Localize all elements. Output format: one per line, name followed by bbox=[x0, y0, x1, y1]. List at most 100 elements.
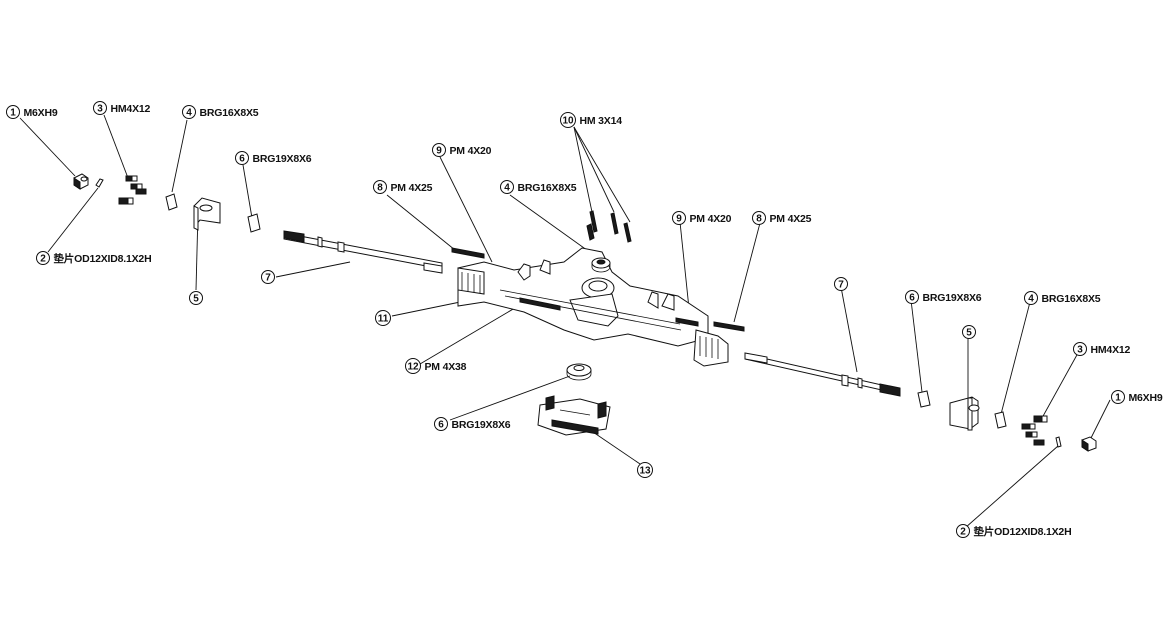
callout-number: 2 bbox=[40, 254, 46, 265]
callout-number: 9 bbox=[676, 214, 682, 225]
callout-circle bbox=[834, 277, 848, 291]
callout-part-label: BRG19X8X6 bbox=[253, 153, 312, 165]
callout-number: 6 bbox=[909, 293, 915, 304]
callout-11: 11 bbox=[375, 310, 391, 326]
callout-circle bbox=[1073, 342, 1087, 356]
callout-circle bbox=[375, 310, 391, 326]
callout-circle bbox=[637, 462, 653, 478]
axle-housing bbox=[457, 247, 729, 367]
callout-circle bbox=[36, 251, 50, 265]
callout-circle bbox=[500, 180, 514, 194]
callout-number: 6 bbox=[438, 420, 444, 431]
callout-number: 2 bbox=[960, 527, 966, 538]
callout-circle bbox=[434, 417, 448, 431]
center-bearing-6 bbox=[566, 363, 592, 381]
callout-part-label: PM 4X20 bbox=[450, 145, 492, 157]
callout-circle bbox=[560, 112, 576, 128]
callout-number: 12 bbox=[407, 362, 419, 373]
callout-part-label: PM 4X20 bbox=[690, 213, 732, 225]
callout-5: 5 bbox=[189, 291, 203, 305]
callout-number: 3 bbox=[97, 104, 103, 115]
skid-plate-13 bbox=[537, 395, 611, 436]
right-bearing-large bbox=[917, 390, 931, 408]
right-hub-carrier bbox=[949, 396, 980, 431]
callout-number: 1 bbox=[1115, 393, 1121, 404]
callout-4: 4 BRG16X8X5 bbox=[182, 105, 259, 119]
left-axle-shaft bbox=[283, 230, 443, 274]
callout-circle bbox=[1024, 291, 1038, 305]
callout-part-label: PM 4X38 bbox=[425, 361, 467, 373]
callout-2: 2 垫片OD12XID8.1X2H bbox=[956, 524, 1072, 538]
center-bearing-4 bbox=[591, 257, 611, 273]
left-hex-screws bbox=[118, 175, 147, 205]
callout-7: 7 bbox=[834, 277, 848, 291]
callout-9: 9 PM 4X20 bbox=[432, 143, 492, 157]
callout-13: 13 bbox=[637, 462, 653, 478]
callout-number: 13 bbox=[639, 466, 651, 477]
callout-circle bbox=[6, 105, 20, 119]
callout-number: 9 bbox=[436, 146, 442, 157]
callout-part-label: BRG16X8X5 bbox=[1042, 293, 1101, 305]
callout-1: 1 M6XH9 bbox=[1111, 390, 1163, 404]
callout-part-label: HM 3X14 bbox=[580, 115, 623, 127]
callout-circle bbox=[1111, 390, 1125, 404]
callout-circle bbox=[235, 151, 249, 165]
callout-circle bbox=[182, 105, 196, 119]
callout-number: 8 bbox=[377, 183, 383, 194]
callout-circle bbox=[672, 211, 686, 225]
callout-4: 4 BRG16X8X5 bbox=[1024, 291, 1101, 305]
left-hub-nut bbox=[73, 173, 89, 190]
left-pin-8 bbox=[451, 247, 485, 259]
left-bearing-large bbox=[247, 213, 261, 233]
callout-circle bbox=[373, 180, 387, 194]
leader-lines bbox=[19, 114, 1111, 529]
callout-number: 8 bbox=[756, 214, 762, 225]
callout-12: 12 PM 4X38 bbox=[405, 358, 467, 374]
right-hub-nut bbox=[1081, 436, 1097, 452]
callout-6: 6 BRG19X8X6 bbox=[905, 290, 982, 304]
callout-number: 1 bbox=[10, 108, 16, 119]
callout-6: 6 BRG19X8X6 bbox=[434, 417, 511, 431]
callout-part-label: PM 4X25 bbox=[391, 182, 433, 194]
left-hub-carrier bbox=[193, 197, 221, 231]
callout-part-label: BRG19X8X6 bbox=[452, 419, 511, 431]
callout-number: 4 bbox=[186, 108, 192, 119]
right-pin-8 bbox=[713, 321, 745, 332]
callout-part-label: BRG16X8X5 bbox=[200, 107, 259, 119]
callout-part-label: M6XH9 bbox=[1129, 392, 1163, 404]
callout-circle bbox=[752, 211, 766, 225]
callout-circle bbox=[189, 291, 203, 305]
callout-7: 7 bbox=[261, 270, 275, 284]
callout-2: 2 垫片OD12XID8.1X2H bbox=[36, 251, 152, 265]
callout-8: 8 PM 4X25 bbox=[373, 180, 433, 194]
callout-circle bbox=[962, 325, 976, 339]
callout-number: 5 bbox=[966, 328, 972, 339]
callout-number: 11 bbox=[378, 314, 389, 325]
callout-part-label: HM4X12 bbox=[1091, 344, 1131, 356]
callout-number: 7 bbox=[265, 273, 271, 284]
callout-circle bbox=[905, 290, 919, 304]
left-washer bbox=[95, 178, 104, 188]
callout-number: 5 bbox=[193, 294, 199, 305]
callout-1: 1 M6XH9 bbox=[6, 105, 58, 119]
callout-number: 4 bbox=[504, 183, 510, 194]
callout-part-label: BRG19X8X6 bbox=[923, 292, 982, 304]
callout-3: 3 HM4X12 bbox=[1073, 342, 1131, 356]
callout-number: 3 bbox=[1077, 345, 1083, 356]
callout-part-label: 垫片OD12XID8.1X2H bbox=[974, 525, 1072, 538]
callout-part-label: M6XH9 bbox=[24, 107, 58, 119]
callout-circle bbox=[405, 358, 421, 374]
callout-part-label: 垫片OD12XID8.1X2H bbox=[54, 252, 152, 265]
right-washer bbox=[1055, 436, 1062, 448]
left-bearing-small bbox=[165, 193, 178, 211]
callout-circle bbox=[261, 270, 275, 284]
callout-5: 5 bbox=[962, 325, 976, 339]
callout-number: 4 bbox=[1028, 294, 1034, 305]
right-hex-screws bbox=[1021, 415, 1048, 446]
